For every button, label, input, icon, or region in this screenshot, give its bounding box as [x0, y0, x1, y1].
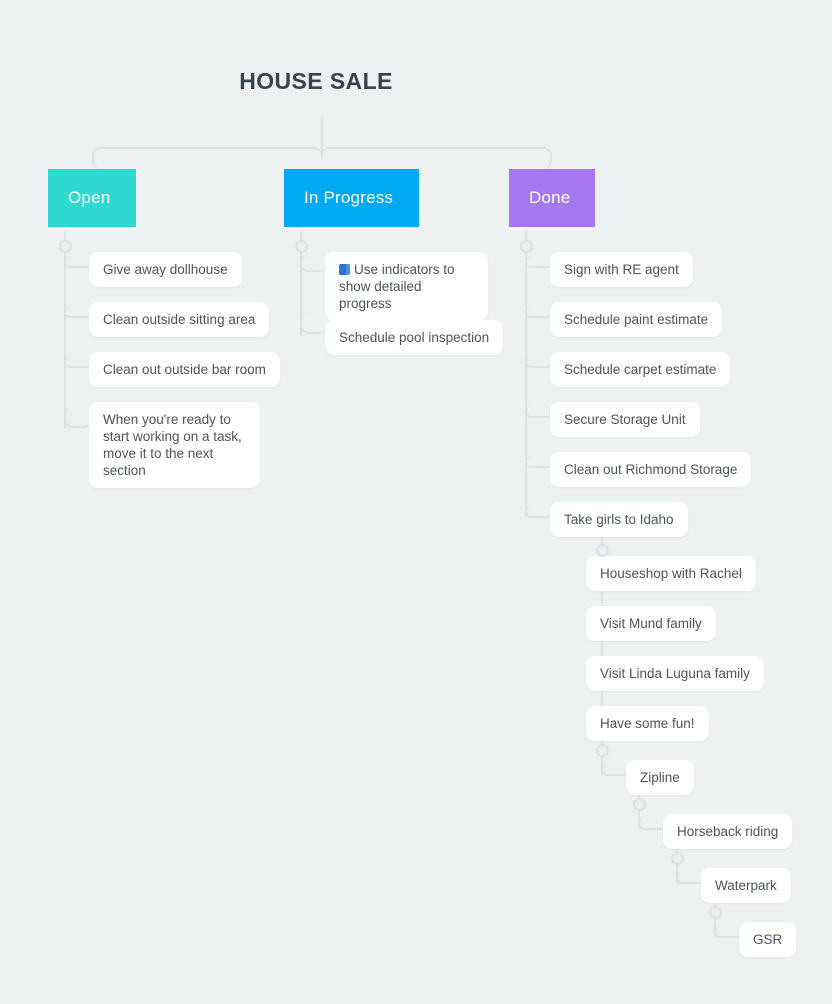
- connector-done-item-6: [525, 506, 553, 518]
- card-open-1[interactable]: Give away dollhouse: [89, 252, 242, 287]
- collapse-toggle-done[interactable]: [520, 240, 533, 253]
- collapse-toggle-in-progress[interactable]: [295, 240, 308, 253]
- connector-open-item-4: [64, 406, 92, 428]
- connector-done-spine-lower: [525, 253, 527, 517]
- connector-idaho-spine: [601, 557, 603, 732]
- connector-open-item-3: [64, 356, 92, 368]
- column-header-open[interactable]: Open: [48, 169, 136, 227]
- card-idaho-1-label: Houseshop with Rachel: [600, 566, 742, 581]
- card-waterpark-label: Waterpark: [715, 878, 777, 893]
- connector-idaho-stem: [601, 534, 603, 548]
- connector-zipline-to-horseback: [638, 818, 666, 830]
- collapse-toggle-zipline[interactable]: [633, 798, 646, 811]
- column-header-done[interactable]: Done: [509, 169, 595, 227]
- card-zipline-label: Zipline: [640, 770, 680, 785]
- connector-in-progress-spine-lower: [300, 253, 302, 336]
- card-done-1[interactable]: Sign with RE agent: [550, 252, 693, 287]
- connector-done-item-1: [525, 256, 553, 268]
- card-horseback-label: Horseback riding: [677, 824, 779, 839]
- card-in-progress-1-label: Use indicators to show detailed progress: [339, 262, 455, 311]
- card-open-4-label: When you're ready to start working on a …: [103, 412, 242, 478]
- column-header-done-label: Done: [529, 188, 571, 207]
- progress-indicator-icon: [339, 264, 350, 275]
- card-done-5[interactable]: Clean out Richmond Storage: [550, 452, 752, 487]
- card-in-progress-2[interactable]: Schedule pool inspection: [325, 320, 504, 355]
- card-done-5-label: Clean out Richmond Storage: [564, 462, 738, 477]
- card-idaho-4-have-some-fun[interactable]: Have some fun!: [586, 706, 709, 741]
- card-gsr[interactable]: GSR: [739, 922, 797, 957]
- connector-zipline-stem: [638, 792, 640, 800]
- connector-root-stem: [321, 118, 323, 158]
- card-done-2[interactable]: Schedule paint estimate: [550, 302, 723, 337]
- card-gsr-label: GSR: [753, 932, 783, 947]
- connector-horseback-stem: [676, 846, 678, 854]
- connector-open-item-1: [64, 256, 92, 268]
- card-done-3-label: Schedule carpet estimate: [564, 362, 717, 377]
- page-title: HOUSE SALE: [239, 68, 393, 94]
- card-in-progress-1[interactable]: Use indicators to show detailed progress: [325, 252, 488, 321]
- card-waterpark[interactable]: Waterpark: [701, 868, 791, 903]
- card-open-2-label: Clean outside sitting area: [103, 312, 256, 327]
- card-done-2-label: Schedule paint estimate: [564, 312, 709, 327]
- connector-open-item-2: [64, 306, 92, 318]
- card-open-2[interactable]: Clean outside sitting area: [89, 302, 270, 337]
- card-idaho-3[interactable]: Visit Linda Luguna family: [586, 656, 764, 691]
- connector-done-spine: [525, 230, 527, 247]
- card-in-progress-2-label: Schedule pool inspection: [339, 330, 490, 345]
- collapse-toggle-idaho-top[interactable]: [596, 544, 609, 557]
- card-open-3-label: Clean out outside bar room: [103, 362, 266, 377]
- card-idaho-3-label: Visit Linda Luguna family: [600, 666, 750, 681]
- collapse-toggle-idaho[interactable]: [596, 744, 609, 757]
- column-header-open-label: Open: [68, 188, 111, 207]
- collapse-toggle-waterpark[interactable]: [709, 906, 722, 919]
- card-done-4[interactable]: Secure Storage Unit: [550, 402, 700, 437]
- card-done-6-take-girls-to-idaho[interactable]: Take girls to Idaho: [550, 502, 688, 537]
- connector-open-spine-lower: [64, 253, 66, 428]
- connector-waterpark-to-gsr: [714, 926, 742, 938]
- connector-in-progress-item-1: [300, 256, 328, 272]
- connector-done-item-4: [525, 406, 553, 418]
- card-done-3[interactable]: Schedule carpet estimate: [550, 352, 731, 387]
- collapse-toggle-horseback[interactable]: [671, 852, 684, 865]
- card-idaho-2[interactable]: Visit Mund family: [586, 606, 716, 641]
- connector-horseback-to-waterpark: [676, 872, 704, 884]
- connector-root-to-open: [92, 147, 322, 169]
- column-header-in-progress-label: In Progress: [304, 188, 394, 207]
- connector-in-progress-spine: [300, 230, 302, 247]
- connector-done-item-3: [525, 356, 553, 368]
- connector-done-item-5: [525, 456, 553, 468]
- card-idaho-2-label: Visit Mund family: [600, 616, 702, 631]
- connector-open-spine: [64, 230, 66, 247]
- card-done-4-label: Secure Storage Unit: [564, 412, 686, 427]
- card-done-1-label: Sign with RE agent: [564, 262, 679, 277]
- card-done-6-label: Take girls to Idaho: [564, 512, 674, 527]
- card-idaho-4-label: Have some fun!: [600, 716, 695, 731]
- card-idaho-1[interactable]: Houseshop with Rachel: [586, 556, 756, 591]
- card-open-3[interactable]: Clean out outside bar room: [89, 352, 280, 387]
- connector-fun-to-zipline: [601, 764, 629, 776]
- connector-in-progress-item-2: [300, 312, 328, 334]
- connector-root-to-done: [321, 147, 552, 169]
- collapse-toggle-open[interactable]: [59, 240, 72, 253]
- connector-waterpark-stem: [714, 900, 716, 908]
- card-zipline[interactable]: Zipline: [626, 760, 694, 795]
- card-open-4[interactable]: When you're ready to start working on a …: [89, 402, 260, 488]
- connector-done-item-2: [525, 306, 553, 318]
- column-header-in-progress[interactable]: In Progress: [284, 169, 419, 227]
- card-horseback-riding[interactable]: Horseback riding: [663, 814, 793, 849]
- connector-fun-stem: [601, 738, 603, 746]
- card-open-1-label: Give away dollhouse: [103, 262, 228, 277]
